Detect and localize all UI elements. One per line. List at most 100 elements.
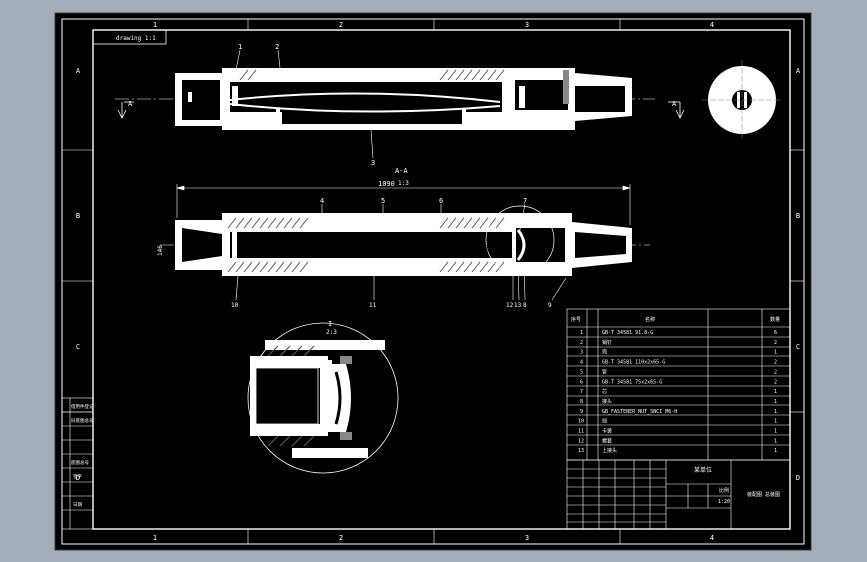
parts-row-name: 壳 xyxy=(602,349,607,356)
parts-row-qty: 6 xyxy=(774,330,777,336)
parts-row-name: 螺套 xyxy=(602,437,612,444)
top-part-label-2: 2 xyxy=(275,43,279,51)
parts-row-name: GB_FASTENER_NUT_SNCI M6-H xyxy=(602,409,677,415)
parts-table-text: 序号 名称 数量 xyxy=(571,316,780,323)
zone-grid: 1 2 3 4 1 2 3 4 A B C D A B C D xyxy=(62,19,804,544)
zone-row-right-B: B xyxy=(796,212,800,220)
parts-row-no: 5 xyxy=(580,369,583,375)
parts-row-qty: 1 xyxy=(774,429,777,435)
dim-overall-length: 1090 xyxy=(378,180,395,188)
title-block-text: 某单位 比例 1:20 装配图 总装图 xyxy=(694,466,780,505)
zone-col-top-1: 1 xyxy=(153,21,157,29)
zone-row-left-D: D xyxy=(76,474,80,482)
dim-inner-1: 76 xyxy=(267,244,274,252)
section-label-10: 10 xyxy=(231,302,239,309)
top-view: A A 1 2 3 xyxy=(115,43,685,167)
parts-row-no: 7 xyxy=(580,389,583,395)
zone-row-right-A: A xyxy=(796,67,801,75)
dim-inner-3: 116 xyxy=(317,243,324,254)
parts-header-name: 名称 xyxy=(645,316,655,323)
section-label-5: 5 xyxy=(381,197,385,205)
section-label-8: 8 xyxy=(523,302,527,309)
title-unit: 某单位 xyxy=(694,466,712,474)
section-label-4: 4 xyxy=(320,197,324,205)
zone-col-bottom-1: 1 xyxy=(153,534,157,542)
parts-row-name: 芯 xyxy=(602,388,607,395)
zone-col-bottom-3: 3 xyxy=(525,534,529,542)
section-view: A-A 1:3 1090 xyxy=(157,167,650,309)
parts-row-qty: 1 xyxy=(774,409,777,415)
parts-row-qty: 1 xyxy=(774,389,777,395)
parts-row-no: 11 xyxy=(578,429,584,435)
zone-row-right-D: D xyxy=(796,474,800,482)
zone-col-top-2: 2 xyxy=(339,21,343,29)
left-margin-block xyxy=(61,397,94,530)
section-mark-left: A xyxy=(128,100,133,108)
parts-row-qty: 1 xyxy=(774,399,777,405)
dim-inner-4: 76 xyxy=(457,244,464,252)
title-block xyxy=(566,459,791,530)
parts-row-name: 卡簧 xyxy=(602,428,612,435)
detail-scale: 2:3 xyxy=(326,329,337,336)
margin-label-2: 旧底图总号 xyxy=(71,417,94,424)
parts-row-no: 8 xyxy=(580,399,583,405)
margin-label-1: 借用件登记 xyxy=(71,403,94,410)
section-label-9: 9 xyxy=(548,302,552,309)
parts-row-name: GB-T 34581 110x2x65-G xyxy=(602,360,665,366)
parts-row-no: 6 xyxy=(580,379,583,385)
dim-inner-5: 90 xyxy=(485,244,492,252)
parts-row-no: 10 xyxy=(578,419,584,425)
parts-row-no: 3 xyxy=(580,350,583,356)
detail-label: I xyxy=(328,320,332,328)
margin-label-5: 日期 xyxy=(73,502,82,508)
section-mark-right: A xyxy=(672,100,677,108)
section-scale: 1:3 xyxy=(398,180,409,187)
zone-row-left-A: A xyxy=(76,67,81,75)
parts-table-rows: 1 GB-T 34581 91.8-G 6 2 销钉 2 3 壳 1 4 GB-T 34581 11… xyxy=(578,330,777,454)
stamp-text: drawing 1:1 xyxy=(116,35,156,42)
parts-row-qty: 1 xyxy=(774,438,777,444)
sheet-borders xyxy=(61,18,805,545)
parts-row-qty: 1 xyxy=(774,419,777,425)
parts-row-name: GB-T 34581 91.8-G xyxy=(602,330,653,336)
parts-row-qty: 2 xyxy=(774,379,777,385)
parts-header-qty: 数量 xyxy=(770,316,780,323)
parts-row-qty: 2 xyxy=(774,360,777,366)
parts-row-name: 挡 xyxy=(602,418,607,425)
parts-header-no: 序号 xyxy=(571,316,581,323)
parts-row-qty: 2 xyxy=(774,369,777,375)
top-part-label-1: 1 xyxy=(238,43,242,51)
parts-row-name: 接头 xyxy=(602,398,612,405)
section-label-11: 11 xyxy=(369,302,377,309)
zone-col-bottom-2: 2 xyxy=(339,534,343,542)
stamp-box: drawing 1:1 xyxy=(92,29,167,45)
margin-label-3: 底图总号 xyxy=(71,459,89,466)
title-scale-value: 1:20 xyxy=(718,499,730,505)
parts-row-no: 13 xyxy=(578,448,584,454)
title-scale-label: 比例 xyxy=(719,487,729,494)
parts-row-name: GB-T 34581 75x2x65-G xyxy=(602,379,662,385)
zone-row-left-B: B xyxy=(76,212,80,220)
parts-row-no: 12 xyxy=(578,438,584,444)
section-label-12: 12 xyxy=(506,302,514,309)
left-margin-text: 借用件登记 旧底图总号 底图总号 签字 日期 xyxy=(71,403,94,508)
zone-row-left-C: C xyxy=(76,343,80,351)
parts-row-no: 4 xyxy=(580,360,583,366)
zone-row-right-C: C xyxy=(796,343,800,351)
margin-label-4: 签字 xyxy=(73,473,82,480)
parts-row-qty: 1 xyxy=(774,350,777,356)
parts-row-no: 1 xyxy=(580,330,583,336)
zone-col-bottom-4: 4 xyxy=(710,534,714,542)
section-title: A-A xyxy=(395,167,408,175)
dim-inner-2: 100 xyxy=(289,243,296,254)
section-label-6: 6 xyxy=(439,197,443,205)
zone-col-top-3: 3 xyxy=(525,21,529,29)
dim-outer-diameter: 146 xyxy=(157,245,164,256)
end-view xyxy=(702,60,782,140)
parts-row-name: 上接头 xyxy=(602,447,617,454)
parts-row-name: 销钉 xyxy=(602,339,612,346)
top-part-label-3: 3 xyxy=(371,159,375,167)
parts-row-qty: 2 xyxy=(774,340,777,346)
detail-view: I 2:3 xyxy=(247,320,399,474)
